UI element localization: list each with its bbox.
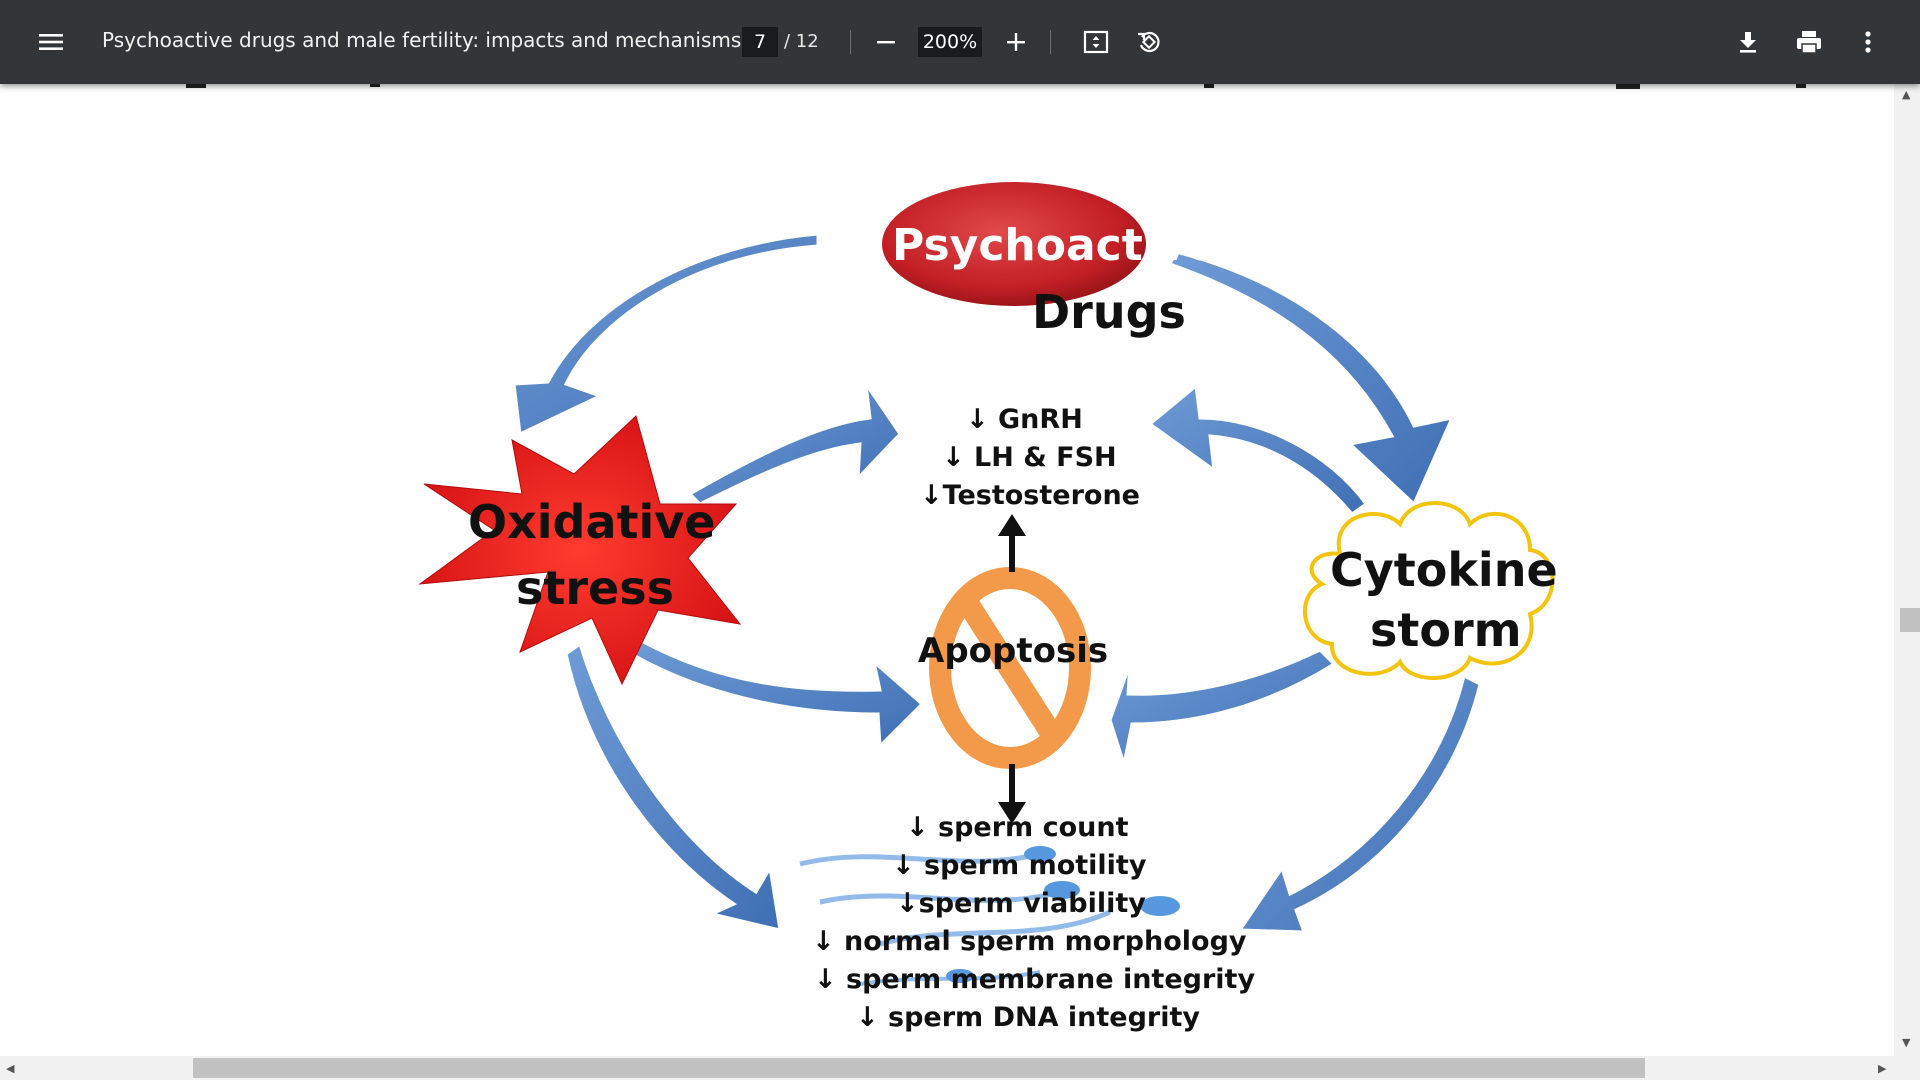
apoptosis-node: Apoptosis [918,514,1108,824]
toolbar-divider [850,30,851,54]
hormone-gnrh: ↓ GnRH [966,404,1083,435]
print-button[interactable] [1792,26,1826,58]
sperm-effects-list: ↓ sperm count ↓ sperm motility ↓sperm vi… [812,812,1255,1033]
oxidative-label: Oxidative [468,495,715,549]
hormone-effects: ↓ GnRH ↓ LH & FSH ↓Testosterone [920,404,1140,511]
pdf-toolbar: Psychoactive drugs and male fertility: i… [0,0,1920,84]
fit-to-page-button[interactable] [1080,26,1112,58]
stress-label: stress [516,561,674,615]
hormone-lh-fsh: ↓ LH & FSH [942,442,1117,473]
pdf-page-viewport: Psychoactive Drugs ↓ GnRH ↓ LH & FSH ↓Te… [0,84,1894,1056]
arrow-oxidative-to-hormones [687,383,902,506]
cytokine-label: Cytokine [1330,543,1558,597]
arrow-drugs-to-cytokine [1167,250,1455,507]
apoptosis-label: Apoptosis [918,631,1108,671]
document-title: Psychoactive drugs and male fertility: i… [102,28,742,52]
cytokine-storm-node: Cytokine storm [1302,501,1558,680]
sperm-illustration [799,846,1180,986]
vertical-scrollbar[interactable] [1894,84,1920,1056]
flow-arrows [512,232,1482,934]
horizontal-scroll-thumb[interactable] [193,1058,1645,1078]
hamburger-menu-icon[interactable] [34,24,68,60]
download-icon [1740,32,1756,53]
vertical-scroll-thumb[interactable] [1900,608,1920,632]
fit-to-page-icon [1083,30,1109,54]
scroll-up-arrow-icon[interactable]: ▲ [1902,88,1911,101]
zoom-level-input[interactable]: 200% [918,27,982,57]
effect-sperm-motility: ↓ sperm motility [892,850,1147,881]
arrow-oxidative-to-apoptosis [625,638,925,750]
arrow-cytokine-to-apoptosis [1108,648,1337,770]
scroll-down-arrow-icon[interactable]: ▼ [1902,1036,1911,1049]
print-icon [1797,31,1821,54]
effect-membrane-integrity: ↓ sperm membrane integrity [814,964,1255,995]
page-total: / 12 [784,31,819,52]
rotate-button[interactable] [1133,26,1165,58]
cutoff-text-fragments [186,84,1806,89]
page-number-input[interactable]: 7 [742,27,778,57]
toolbar-divider [1050,30,1051,54]
arrow-oxidative-to-effects [564,641,782,932]
effect-sperm-viability: ↓sperm viability [896,888,1146,919]
arrow-cytokine-to-effects [1237,673,1482,934]
more-vert-icon [1865,31,1871,53]
download-button[interactable] [1732,26,1764,58]
hormone-testosterone: ↓Testosterone [920,480,1140,511]
psychoactive-label: Psychoactive [892,220,1216,271]
scroll-left-arrow-icon[interactable]: ◀ [6,1062,15,1075]
arrow-drugs-to-oxidative [512,232,820,437]
storm-label: storm [1370,603,1522,657]
scroll-right-arrow-icon[interactable]: ▶ [1878,1062,1887,1075]
psychoactive-drugs-node: Psychoactive Drugs [882,182,1216,339]
zoom-in-button[interactable] [1000,26,1032,58]
rotate-icon [1138,31,1160,53]
minus-icon [877,41,895,44]
effect-sperm-count: ↓ sperm count [906,812,1129,843]
arrow-cytokine-to-hormones [1147,383,1369,517]
mechanism-diagram: Psychoactive Drugs ↓ GnRH ↓ LH & FSH ↓Te… [186,84,1806,1033]
zoom-out-button[interactable] [870,26,902,58]
plus-icon [1007,33,1025,51]
oxidative-stress-node: Oxidative stress [418,415,742,686]
effect-dna-integrity: ↓ sperm DNA integrity [856,1002,1200,1033]
effect-normal-morphology: ↓ normal sperm morphology [812,926,1247,957]
more-options-button[interactable] [1852,26,1884,58]
drugs-label: Drugs [1032,285,1186,339]
